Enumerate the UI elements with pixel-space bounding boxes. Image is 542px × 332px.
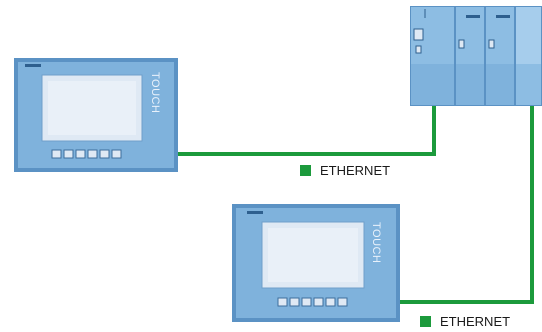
ethernet-cable-1 [178,106,436,156]
ethernet-cable-2 [400,106,534,304]
hmi-panel-1: TOUCH [14,58,178,172]
ethernet-label-1: ETHERNET [300,163,390,178]
hmi-brand-2: TOUCH [370,222,382,263]
function-keys-1 [51,149,122,159]
ethernet-swatch-2 [420,316,431,327]
ethernet-label-1-text: ETHERNET [320,163,390,178]
hmi-panel-2: TOUCH [232,204,400,322]
ethernet-label-2: ETHERNET [420,314,510,329]
ethernet-label-2-text: ETHERNET [440,314,510,329]
hmi-brand-1: TOUCH [149,72,161,113]
ethernet-swatch-1 [300,165,311,176]
plc-rack [410,6,542,106]
function-keys-2 [277,297,348,307]
